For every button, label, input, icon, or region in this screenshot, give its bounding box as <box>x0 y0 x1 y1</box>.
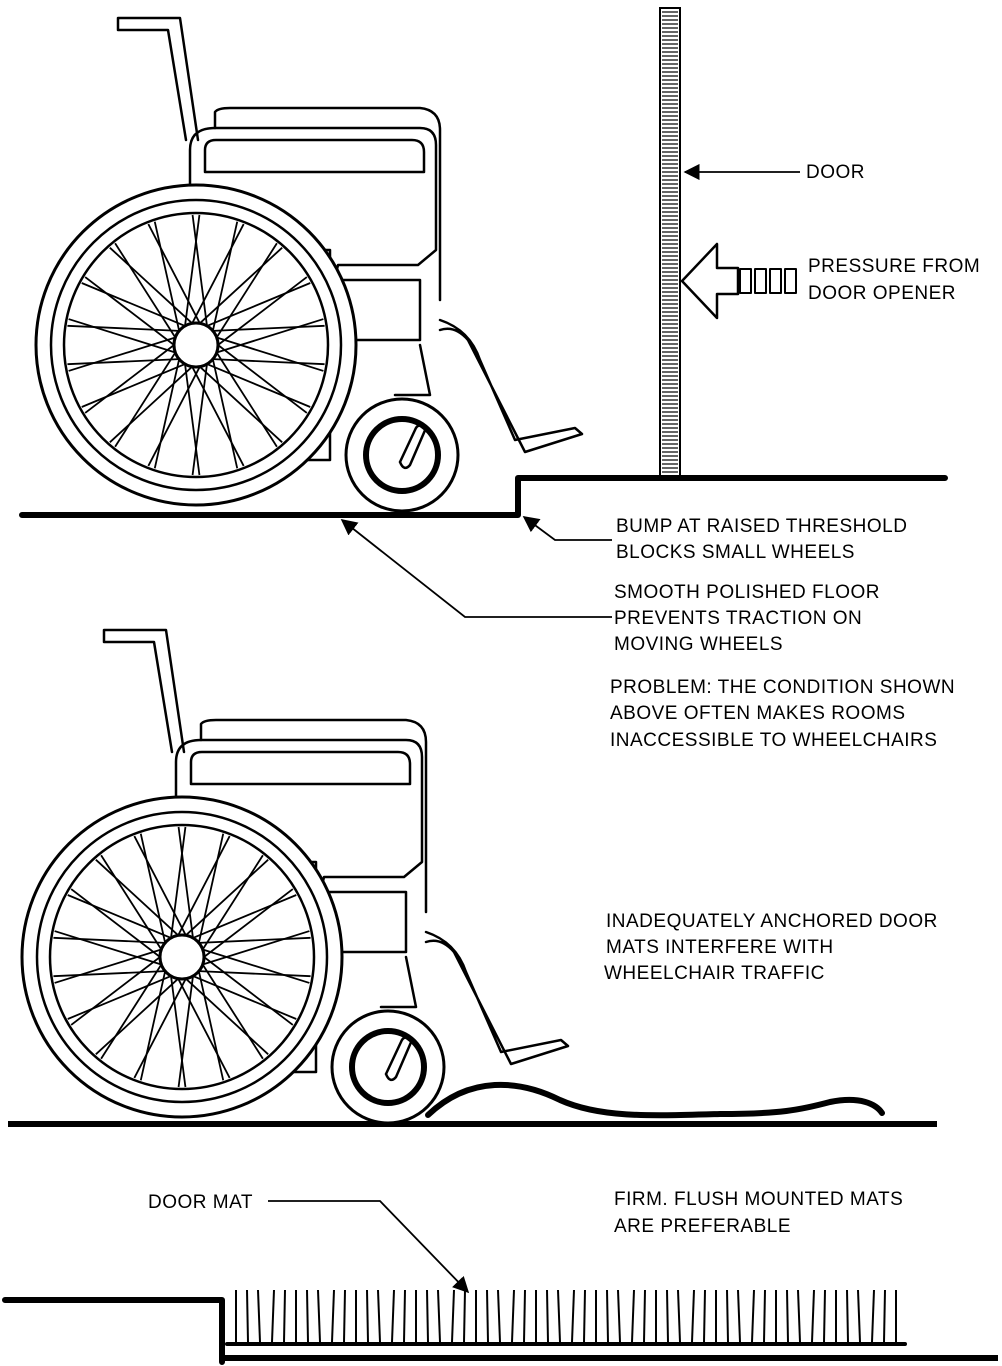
bump-label-line2: BLOCKS SMALL WHEELS <box>616 542 855 563</box>
door-label: DOOR <box>806 162 865 183</box>
bump-label-line1: BUMP AT RAISED THRESHOLD <box>616 516 907 537</box>
firm-label-line2: ARE PREFERABLE <box>614 1216 791 1237</box>
pressure-label-line1: PRESSURE FROM <box>808 256 980 277</box>
mats-label-line3: WHEELCHAIR TRAFFIC <box>604 963 825 984</box>
problem-label-line1: PROBLEM: THE CONDITION SHOWN <box>610 677 955 698</box>
firm-label-line1: FIRM. FLUSH MOUNTED MATS <box>614 1189 903 1210</box>
mats-label-line2: MATS INTERFERE WITH <box>606 937 834 958</box>
floor-label-line2: PREVENTS TRACTION ON <box>614 608 862 629</box>
pressure-label-line2: DOOR OPENER <box>808 283 956 304</box>
floor-leader <box>342 520 612 617</box>
problem-label-line3: INACCESSIBLE TO WHEELCHAIRS <box>610 730 937 751</box>
bump-leader <box>524 517 612 540</box>
flush-door-mat <box>236 1290 896 1342</box>
mats-label-line1: INADEQUATELY ANCHORED DOOR <box>606 911 938 932</box>
wheelchair-icon <box>22 630 568 1123</box>
door <box>660 8 680 476</box>
pressure-arrow-icon <box>682 244 796 318</box>
loose-door-mat <box>428 1085 882 1115</box>
door-mat-label: DOOR MAT <box>148 1192 253 1213</box>
door-mat-leader <box>268 1201 468 1292</box>
floor-label-line3: MOVING WHEELS <box>614 634 783 655</box>
recessed-floor <box>5 1300 222 1362</box>
problem-label-line2: ABOVE OFTEN MAKES ROOMS <box>610 703 906 724</box>
floor-label-line1: SMOOTH POLISHED FLOOR <box>614 582 880 603</box>
wheelchair-icon <box>36 18 582 511</box>
bottom-scene <box>5 1201 998 1362</box>
